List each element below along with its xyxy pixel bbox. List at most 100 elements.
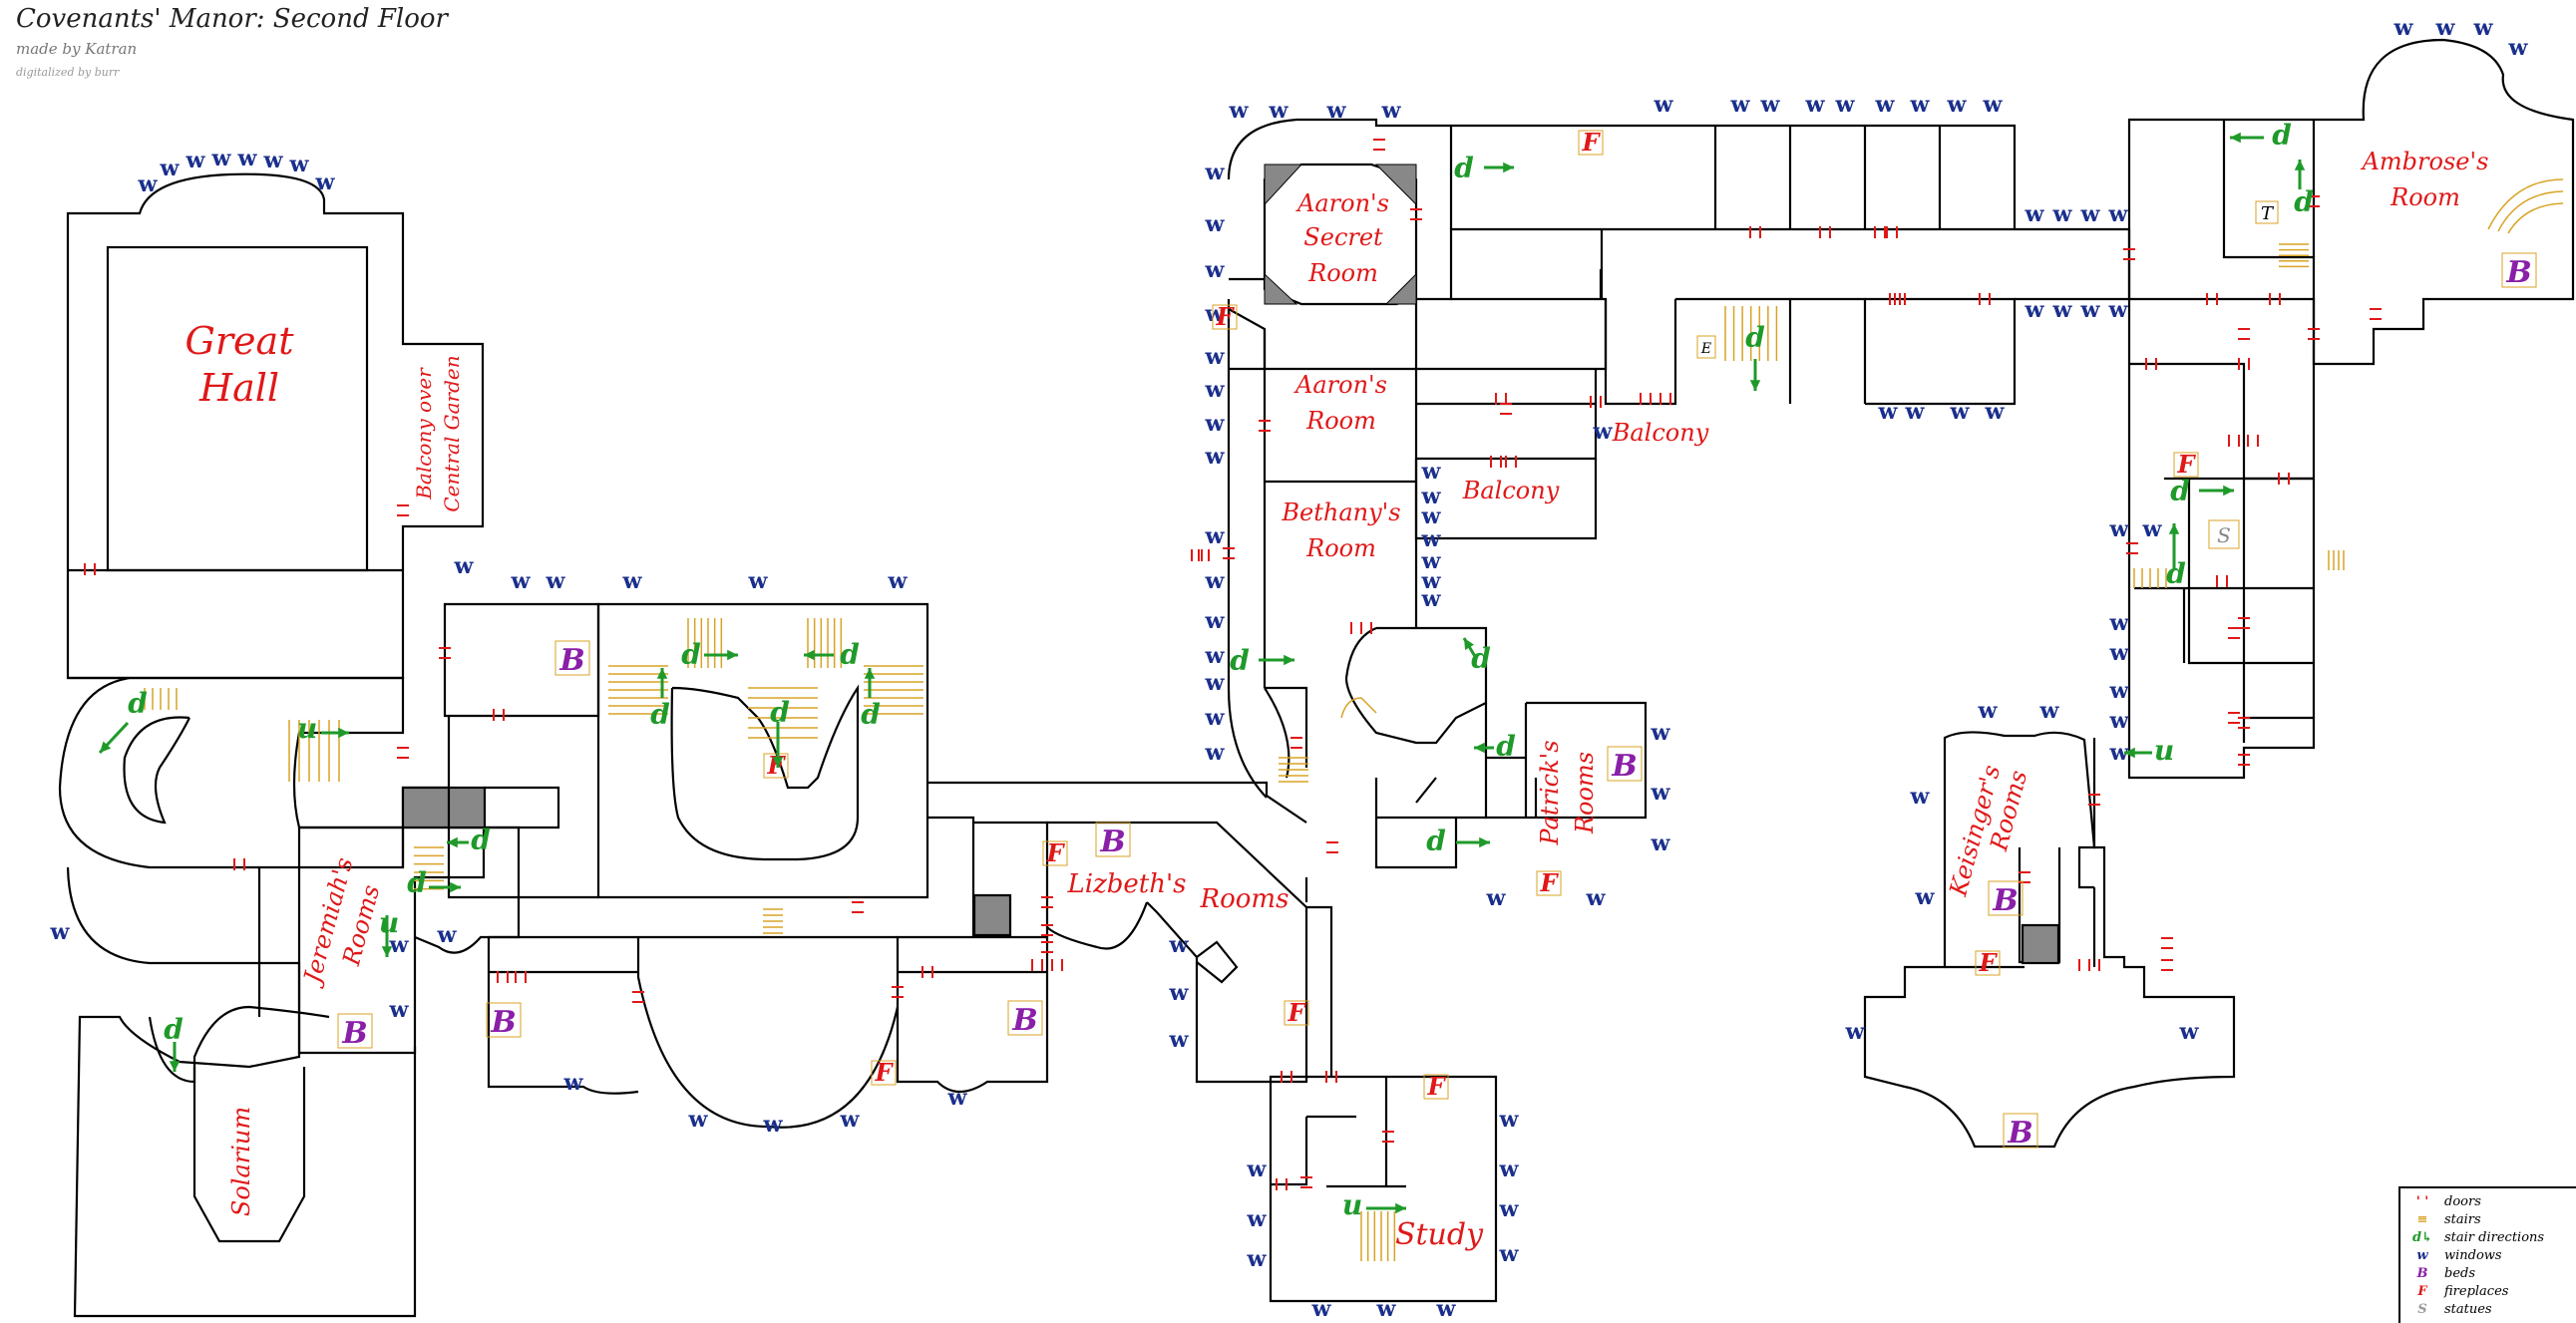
walls [58,38,2575,1318]
fireplace-frame [763,753,789,779]
room-labels: Great Hall Balcony over Central Garden A… [185,148,2489,1252]
window-icon: w [1845,1019,1866,1045]
stair-direction-icon: u [379,906,399,939]
legend-row-beds: B beds [2408,1264,2476,1282]
great-hall-label-1: Great [185,319,295,363]
stair-arrowhead [2223,485,2234,496]
stair-arrowhead [1284,654,1294,666]
legend-label: stairs [2444,1211,2481,1227]
door-icon: ' ' [2415,1193,2429,1209]
window-icon: w [2435,15,2456,41]
stair-direction-icon: d [840,638,860,671]
fireplace-icon: F [1287,998,1306,1027]
window-icon: w [546,568,566,594]
statue-icon: S [2417,1301,2427,1317]
fireplace-frame [1975,950,2001,976]
window-icon: w [1169,980,1190,1006]
stair-arrowhead [1474,742,1485,754]
bethanys-room-label-1: Bethany's [1281,498,1400,526]
window-icon: w [1421,548,1442,574]
window-icon: w [437,922,458,948]
stair-arrowhead [338,727,349,739]
stair-arrowhead [447,836,458,848]
window-icon: w [563,1070,584,1096]
stair-direction-icon: d [1745,321,1765,354]
window-icon: w [1499,1196,1520,1222]
window-icon: w [1381,98,1402,124]
window-icon: w [2142,516,2163,542]
window-icon: w [1205,568,1226,594]
central-garden-label: Central Garden [440,355,464,511]
window-icon: w [263,148,284,173]
easel-mark: E [1700,341,1711,357]
stair-direction-icon: d [407,866,427,899]
window-icon: w [2080,297,2101,323]
stair-direction-icon: d [770,696,790,729]
window-icon: w [1878,399,1899,425]
ambroses-room-label-1: Ambrose's [2361,148,2489,175]
window-icon: w [763,1112,784,1138]
window-icon: w [1205,643,1226,669]
stair-arrowhead [2124,747,2135,759]
window-icon: w [138,171,159,197]
bed-frame [486,1002,522,1038]
bed-frame [2003,1113,2038,1149]
aarons-secret-room-label-1: Aaron's [1295,189,1389,217]
stair-arrowhead [864,668,876,679]
stair-direction-icon: d [2166,557,2186,590]
stair-direction-icon: d [1230,644,1250,677]
fireplace-icon: F [1426,1072,1446,1101]
stair-arrowhead [1749,380,1761,391]
window-icon: w [688,1107,709,1133]
window-icon: w [1205,211,1226,237]
window-icon: w [1229,98,1250,124]
bed-frame [1095,822,1131,857]
made-by-credit: made by Katran [16,40,138,58]
fireplace-icon: F [1045,838,1065,867]
window-icon: w [1205,608,1226,634]
stair-direction-icon: d [164,1013,184,1046]
window-icon: w [389,997,410,1023]
stair-direction-icon: d [1426,825,1446,857]
window-icon: w [1730,92,1751,118]
stair-direction-icon: u [2154,734,2174,767]
stair-arrowhead [727,649,738,661]
bed-icon: B [1099,825,1125,859]
stairs-icon: ≡ [2416,1211,2428,1227]
window-icon: w [2080,201,2101,227]
window-icon: w [2109,740,2130,766]
stairs-layer [144,178,2564,1261]
stair-arrowhead [381,946,393,957]
window-icon: w [1586,885,1607,911]
balcony-over-label: Balcony over [412,367,436,500]
window-icon: w [2108,201,2129,227]
window-icon: w [2473,15,2494,41]
window-icon: w [211,146,232,171]
window-icon: w [1205,344,1226,370]
window-icon: w [2052,297,2073,323]
stair-arrowhead [2230,132,2241,144]
window-icon: w [1205,670,1226,696]
solarium-label: Solarium [227,1107,255,1216]
window-icon: w [160,156,181,181]
window-icon: w [1421,459,1442,485]
window-icon: w [2024,201,2045,227]
stair-direction-icon: d [2294,185,2314,218]
balcony-label-2: Balcony [1462,477,1560,504]
window-icon: w [1910,784,1931,810]
window-icon: w [1760,92,1781,118]
window-icon: w [1205,377,1226,403]
window-icon: w [1875,92,1896,118]
bethanys-room-label-2: Room [1305,534,1376,562]
window-icon: w [1311,1296,1332,1322]
window-icon: w [1421,586,1442,612]
window-icon: w [389,932,410,958]
digitalized-by-credit: digitalized by burr [16,66,120,79]
rooms-word-label: Rooms [1200,884,1289,914]
fireplace-icon: F [1581,128,1601,157]
fireplace-icon: F [874,1058,894,1087]
ambroses-room-label-2: Room [2390,183,2460,211]
window-icon: w [1205,411,1226,437]
